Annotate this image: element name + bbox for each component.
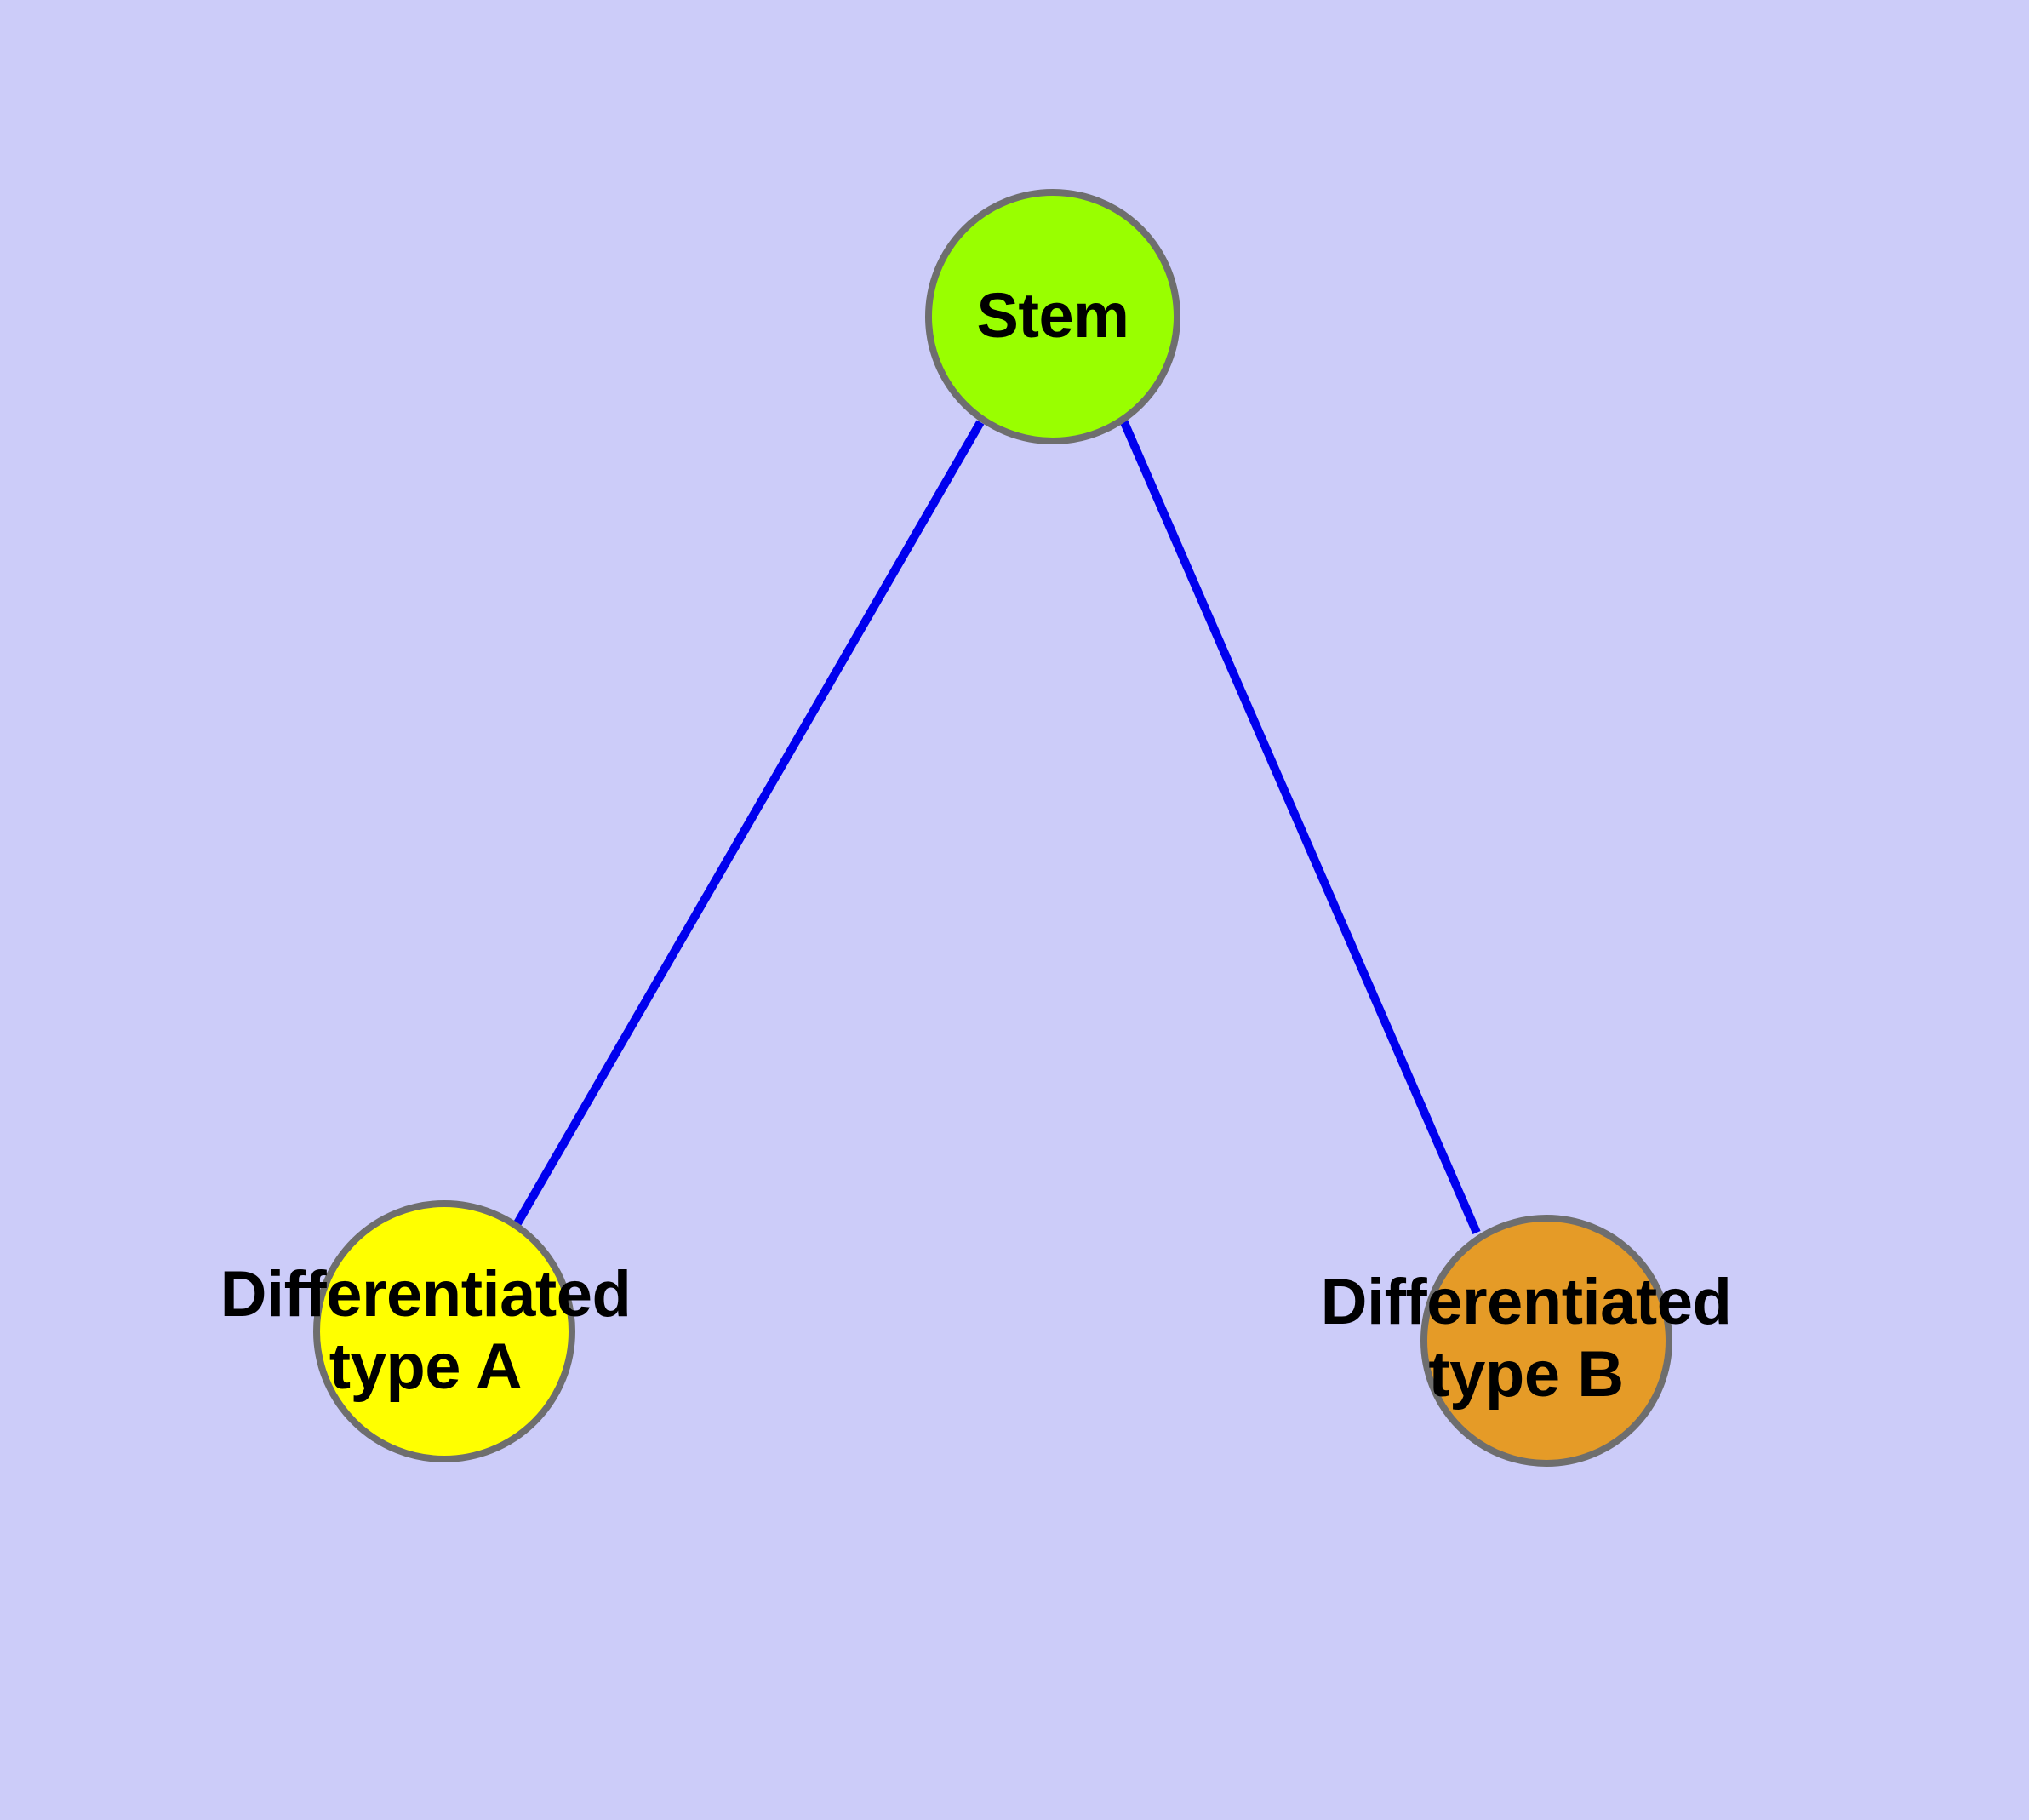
edge-layer	[513, 419, 1481, 1234]
edge-stem-to-type-b[interactable]	[1119, 419, 1481, 1234]
node-type-a[interactable]	[313, 1200, 575, 1462]
node-stem[interactable]	[925, 189, 1180, 444]
node-type-b[interactable]	[1420, 1215, 1672, 1467]
edge-stem-to-type-a[interactable]	[513, 420, 985, 1226]
node-layer	[313, 189, 1672, 1467]
